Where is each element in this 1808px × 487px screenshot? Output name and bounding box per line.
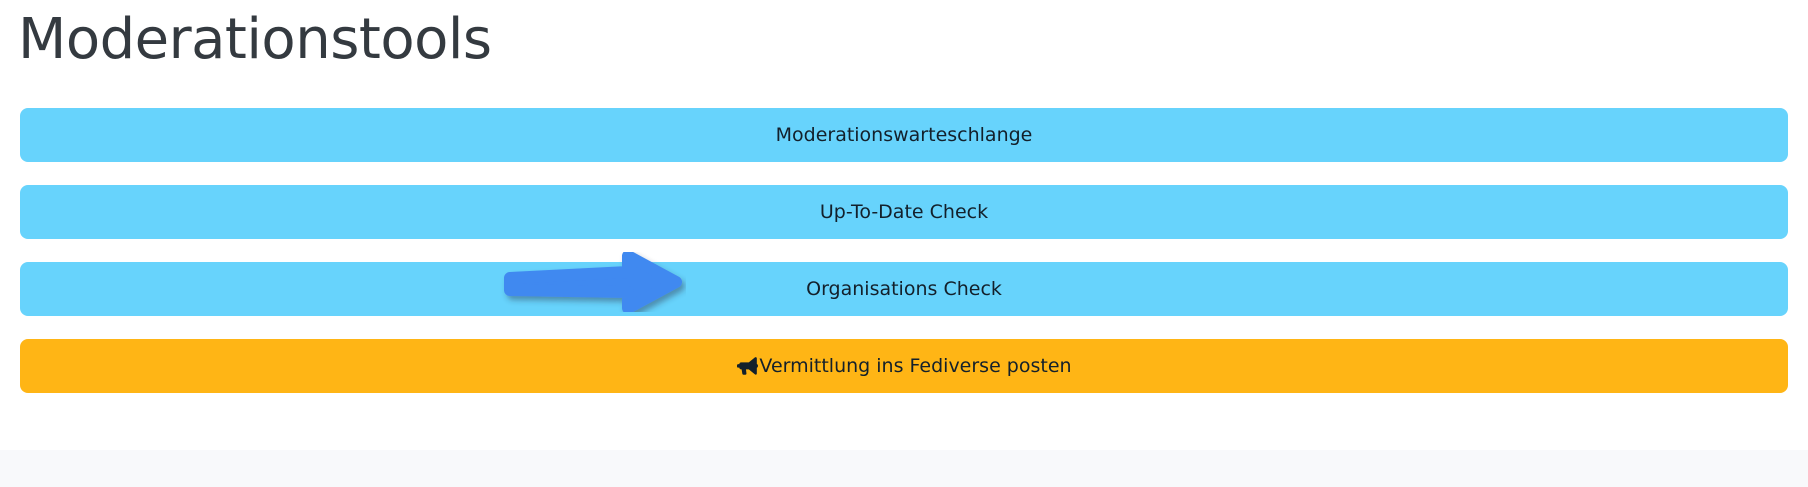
- post-to-fediverse-button[interactable]: Vermittlung ins Fediverse posten: [20, 339, 1788, 393]
- tool-button-list: Moderationswarteschlange Up-To-Date Chec…: [20, 108, 1788, 393]
- content-area: Moderationstools Moderationswarteschlang…: [18, 7, 1788, 393]
- moderation-queue-button-label: Moderationswarteschlange: [775, 123, 1033, 146]
- footer-bar: [0, 450, 1808, 487]
- page-title: Moderationstools: [18, 7, 492, 72]
- bullhorn-icon: [736, 356, 758, 376]
- moderation-queue-button[interactable]: Moderationswarteschlange: [20, 108, 1788, 162]
- up-to-date-check-button-label: Up-To-Date Check: [819, 200, 989, 223]
- post-to-fediverse-button-label: Vermittlung ins Fediverse posten: [759, 354, 1072, 377]
- organisations-check-button[interactable]: Organisations Check: [20, 262, 1788, 316]
- up-to-date-check-button[interactable]: Up-To-Date Check: [20, 185, 1788, 239]
- organisations-check-button-label: Organisations Check: [806, 277, 1002, 300]
